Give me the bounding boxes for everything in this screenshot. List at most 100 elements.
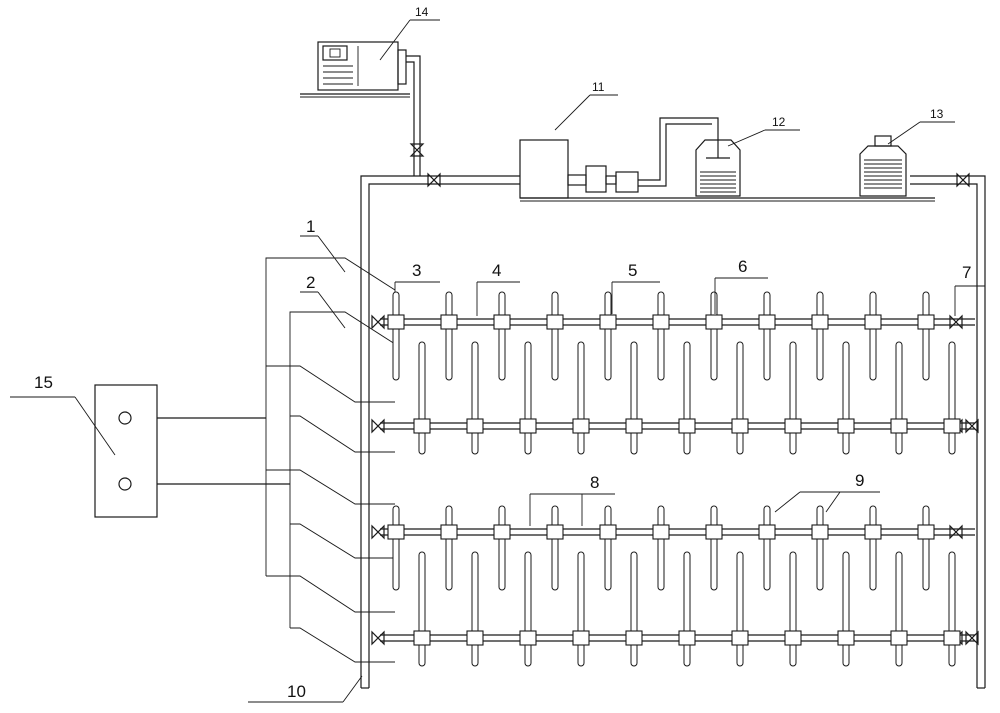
label-6: 6 [738,257,747,276]
label-4: 4 [492,261,501,280]
rod [895,551,903,667]
tee-fitting [572,418,590,434]
valve-icon [949,314,963,330]
rod [418,341,426,455]
tee-fitting [678,630,696,646]
rod [471,341,479,455]
rod [657,291,665,381]
rod [524,551,532,667]
rod [869,291,877,381]
label-11: 11 [592,80,605,94]
tee-fitting [890,418,908,434]
tee-fitting [440,314,458,330]
tee-fitting [387,314,405,330]
tee-fitting [943,418,961,434]
tee-fitting [731,418,749,434]
rod [498,505,506,591]
equipment-group [519,117,935,202]
rod [657,505,665,591]
label-13: 13 [930,107,944,121]
tee-fitting [758,314,776,330]
valve-icon [965,418,979,434]
tee-fitting [731,630,749,646]
rod [763,505,771,591]
tee-fitting [784,418,802,434]
rod [922,505,930,591]
label-10: 10 [287,682,306,701]
rod [445,505,453,591]
tank-13 [859,135,907,197]
tee-fitting [493,524,511,540]
rod [922,291,930,381]
rod [895,341,903,455]
rod [710,291,718,381]
rod [789,341,797,455]
tee-fitting [625,630,643,646]
rod [630,551,638,667]
tee-fitting [864,314,882,330]
tee-fitting [546,314,564,330]
tee-fitting [917,524,935,540]
valve-icon [371,314,385,330]
tee-fitting [811,314,829,330]
rod [683,341,691,455]
tee-fitting [784,630,802,646]
tee-fitting [837,418,855,434]
tee-fitting [811,524,829,540]
tee-fitting [705,524,723,540]
rod [816,505,824,591]
tee-fitting [652,314,670,330]
valve-icon [371,418,385,434]
valve-icon [371,630,385,646]
tee-fitting [705,314,723,330]
tank-11 [519,139,569,199]
rod [577,551,585,667]
main-supply-pipe [360,175,986,689]
rod-bundles [371,291,979,667]
header-valve-icon [427,172,441,188]
label-12: 12 [772,115,786,129]
rod [736,551,744,667]
label-1: 1 [306,217,315,236]
rod [789,551,797,667]
wiring-bus [265,257,396,663]
tee-fitting [652,524,670,540]
tee-fitting [572,630,590,646]
rod [683,551,691,667]
tee-fitting [599,524,617,540]
tee-fitting [758,524,776,540]
tee-fitting [519,418,537,434]
tee-fitting [493,314,511,330]
valve-icon [949,524,963,540]
rod [551,291,559,381]
compressor-unit [300,41,425,176]
label-15: 15 [34,373,53,392]
rod [842,551,850,667]
label-8: 8 [590,473,599,492]
return-valve-icon [956,172,970,188]
tee-fitting [466,418,484,434]
rod [710,505,718,591]
rod [445,291,453,381]
rod [869,505,877,591]
tee-fitting [413,418,431,434]
rod [392,291,400,381]
rod [763,291,771,381]
tee-fitting [413,630,431,646]
rod [577,341,585,455]
rod [842,341,850,455]
label-14: 14 [415,5,429,19]
rod [736,341,744,455]
valve-icon [371,524,385,540]
tee-fitting [599,314,617,330]
tee-fitting [519,630,537,646]
tee-fitting [943,630,961,646]
rod [948,551,956,667]
label-7: 7 [962,263,971,282]
tee-fitting [440,524,458,540]
labels-group: 1 2 3 4 5 6 7 8 9 10 11 12 13 14 15 [10,5,985,703]
label-5: 5 [628,261,637,280]
rod [604,505,612,591]
tee-fitting [546,524,564,540]
